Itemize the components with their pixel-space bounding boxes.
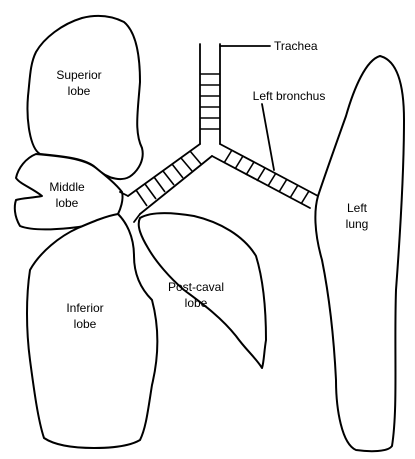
left-bronchus-label: Left bronchus bbox=[253, 89, 326, 103]
superior-lobe-label-line2: lobe bbox=[68, 84, 91, 98]
post-caval-lobe-label-line1: Post-caval bbox=[168, 280, 224, 294]
left-lung-label-line2: lung bbox=[346, 217, 369, 231]
trachea-callout: Trachea bbox=[220, 39, 318, 53]
inferior-lobe: Inferior lobe bbox=[27, 214, 157, 448]
inferior-lobe-label-line1: Inferior bbox=[66, 301, 103, 315]
right-bronchus-rings bbox=[136, 151, 201, 206]
left-bronchus-rings bbox=[224, 150, 309, 204]
middle-lobe-label-line2: lobe bbox=[56, 196, 79, 210]
superior-lobe-label-line1: Superior bbox=[56, 68, 101, 82]
left-bronchus-callout: Left bronchus bbox=[253, 89, 326, 170]
trachea-label: Trachea bbox=[274, 39, 318, 53]
left-lung: Left lung bbox=[315, 56, 404, 451]
post-caval-lobe-label-line2: lobe bbox=[185, 296, 208, 310]
middle-lobe-label-line1: Middle bbox=[49, 180, 85, 194]
inferior-lobe-label-line2: lobe bbox=[74, 317, 97, 331]
bronchial-tree bbox=[120, 44, 318, 222]
trachea-rings bbox=[200, 74, 220, 129]
left-lung-label-line1: Left bbox=[347, 201, 368, 215]
